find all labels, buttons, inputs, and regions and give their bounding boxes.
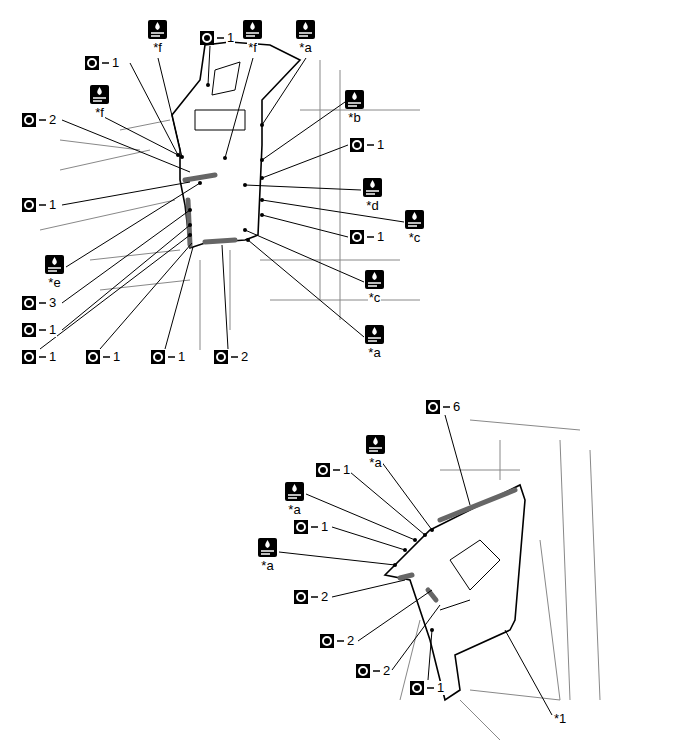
- weld-symbol: [214, 350, 238, 364]
- sealer-symbol: [148, 20, 167, 39]
- weld-callout: 1: [320, 520, 329, 534]
- weld-symbol: [22, 198, 46, 212]
- sealer-callout: *e: [47, 276, 61, 290]
- sealer-callout: *a: [260, 559, 274, 573]
- part-callout: *1: [553, 712, 567, 726]
- weld-callout: 6: [452, 400, 461, 414]
- weld-callout: 1: [177, 350, 186, 364]
- sealer-callout: *d: [365, 199, 379, 213]
- leader-line: [40, 46, 552, 715]
- weld-callout: 1: [48, 350, 57, 364]
- weld-symbol: [200, 31, 224, 45]
- sealer-symbol: [296, 20, 315, 39]
- weld-symbol: [350, 230, 374, 244]
- weld-symbol: [316, 463, 340, 477]
- weld-spot: [176, 83, 434, 632]
- weld-symbol: [86, 350, 110, 364]
- weld-callout: 1: [436, 681, 445, 695]
- weld-callout: 1: [111, 56, 120, 70]
- sealer-symbol: [45, 255, 64, 274]
- weld-callout: 1: [376, 138, 385, 152]
- weld-symbol: [22, 113, 46, 127]
- sealer-symbol: [365, 325, 384, 344]
- weld-symbol: [22, 350, 46, 364]
- sealer-symbol: [285, 482, 304, 501]
- sealer-callout: *a: [367, 346, 381, 360]
- sealer-band: [185, 175, 515, 600]
- weld-callout: 2: [320, 590, 329, 604]
- sealer-callout: *f: [247, 41, 258, 55]
- weld-symbol: [85, 56, 109, 70]
- weld-symbol: [356, 664, 380, 678]
- sealer-callout: *f: [152, 41, 163, 55]
- weld-symbol: [320, 634, 344, 648]
- weld-callout: 2: [346, 634, 355, 648]
- weld-symbol: [151, 350, 175, 364]
- panel-outline: [172, 42, 525, 700]
- sealer-callout: *c: [408, 231, 422, 245]
- sealer-callout: *a: [287, 503, 301, 517]
- weld-callout: 2: [240, 350, 249, 364]
- sealer-callout: *b: [347, 111, 361, 125]
- sealer-symbol: [90, 85, 109, 104]
- weld-symbol: [22, 296, 46, 310]
- sealer-symbol: [363, 178, 382, 197]
- weld-callout: 2: [382, 664, 391, 678]
- sealer-symbol: [365, 270, 384, 289]
- sealer-symbol: [405, 210, 424, 229]
- weld-symbol: [22, 323, 46, 337]
- weld-callout: 1: [342, 463, 351, 477]
- weld-callout: 3: [48, 296, 57, 310]
- weld-callout: 2: [48, 113, 57, 127]
- weld-symbol: [410, 681, 434, 695]
- weld-symbol: [350, 138, 374, 152]
- sealer-symbol: [243, 20, 262, 39]
- weld-callout: 1: [48, 323, 57, 337]
- weld-symbol: [294, 590, 318, 604]
- sealer-callout: *a: [298, 41, 312, 55]
- sealer-symbol: [366, 435, 385, 454]
- weld-callout: 1: [226, 31, 235, 45]
- weld-symbol: [426, 400, 450, 414]
- sealer-callout: *c: [368, 291, 382, 305]
- sealer-callout: *a: [368, 456, 382, 470]
- weld-callout: 1: [48, 198, 57, 212]
- sealer-symbol: [258, 538, 277, 557]
- weld-callout: 1: [376, 230, 385, 244]
- sealer-symbol: [345, 90, 364, 109]
- weld-symbol: [294, 520, 318, 534]
- sealer-callout: *f: [94, 106, 105, 120]
- weld-callout: 1: [112, 350, 121, 364]
